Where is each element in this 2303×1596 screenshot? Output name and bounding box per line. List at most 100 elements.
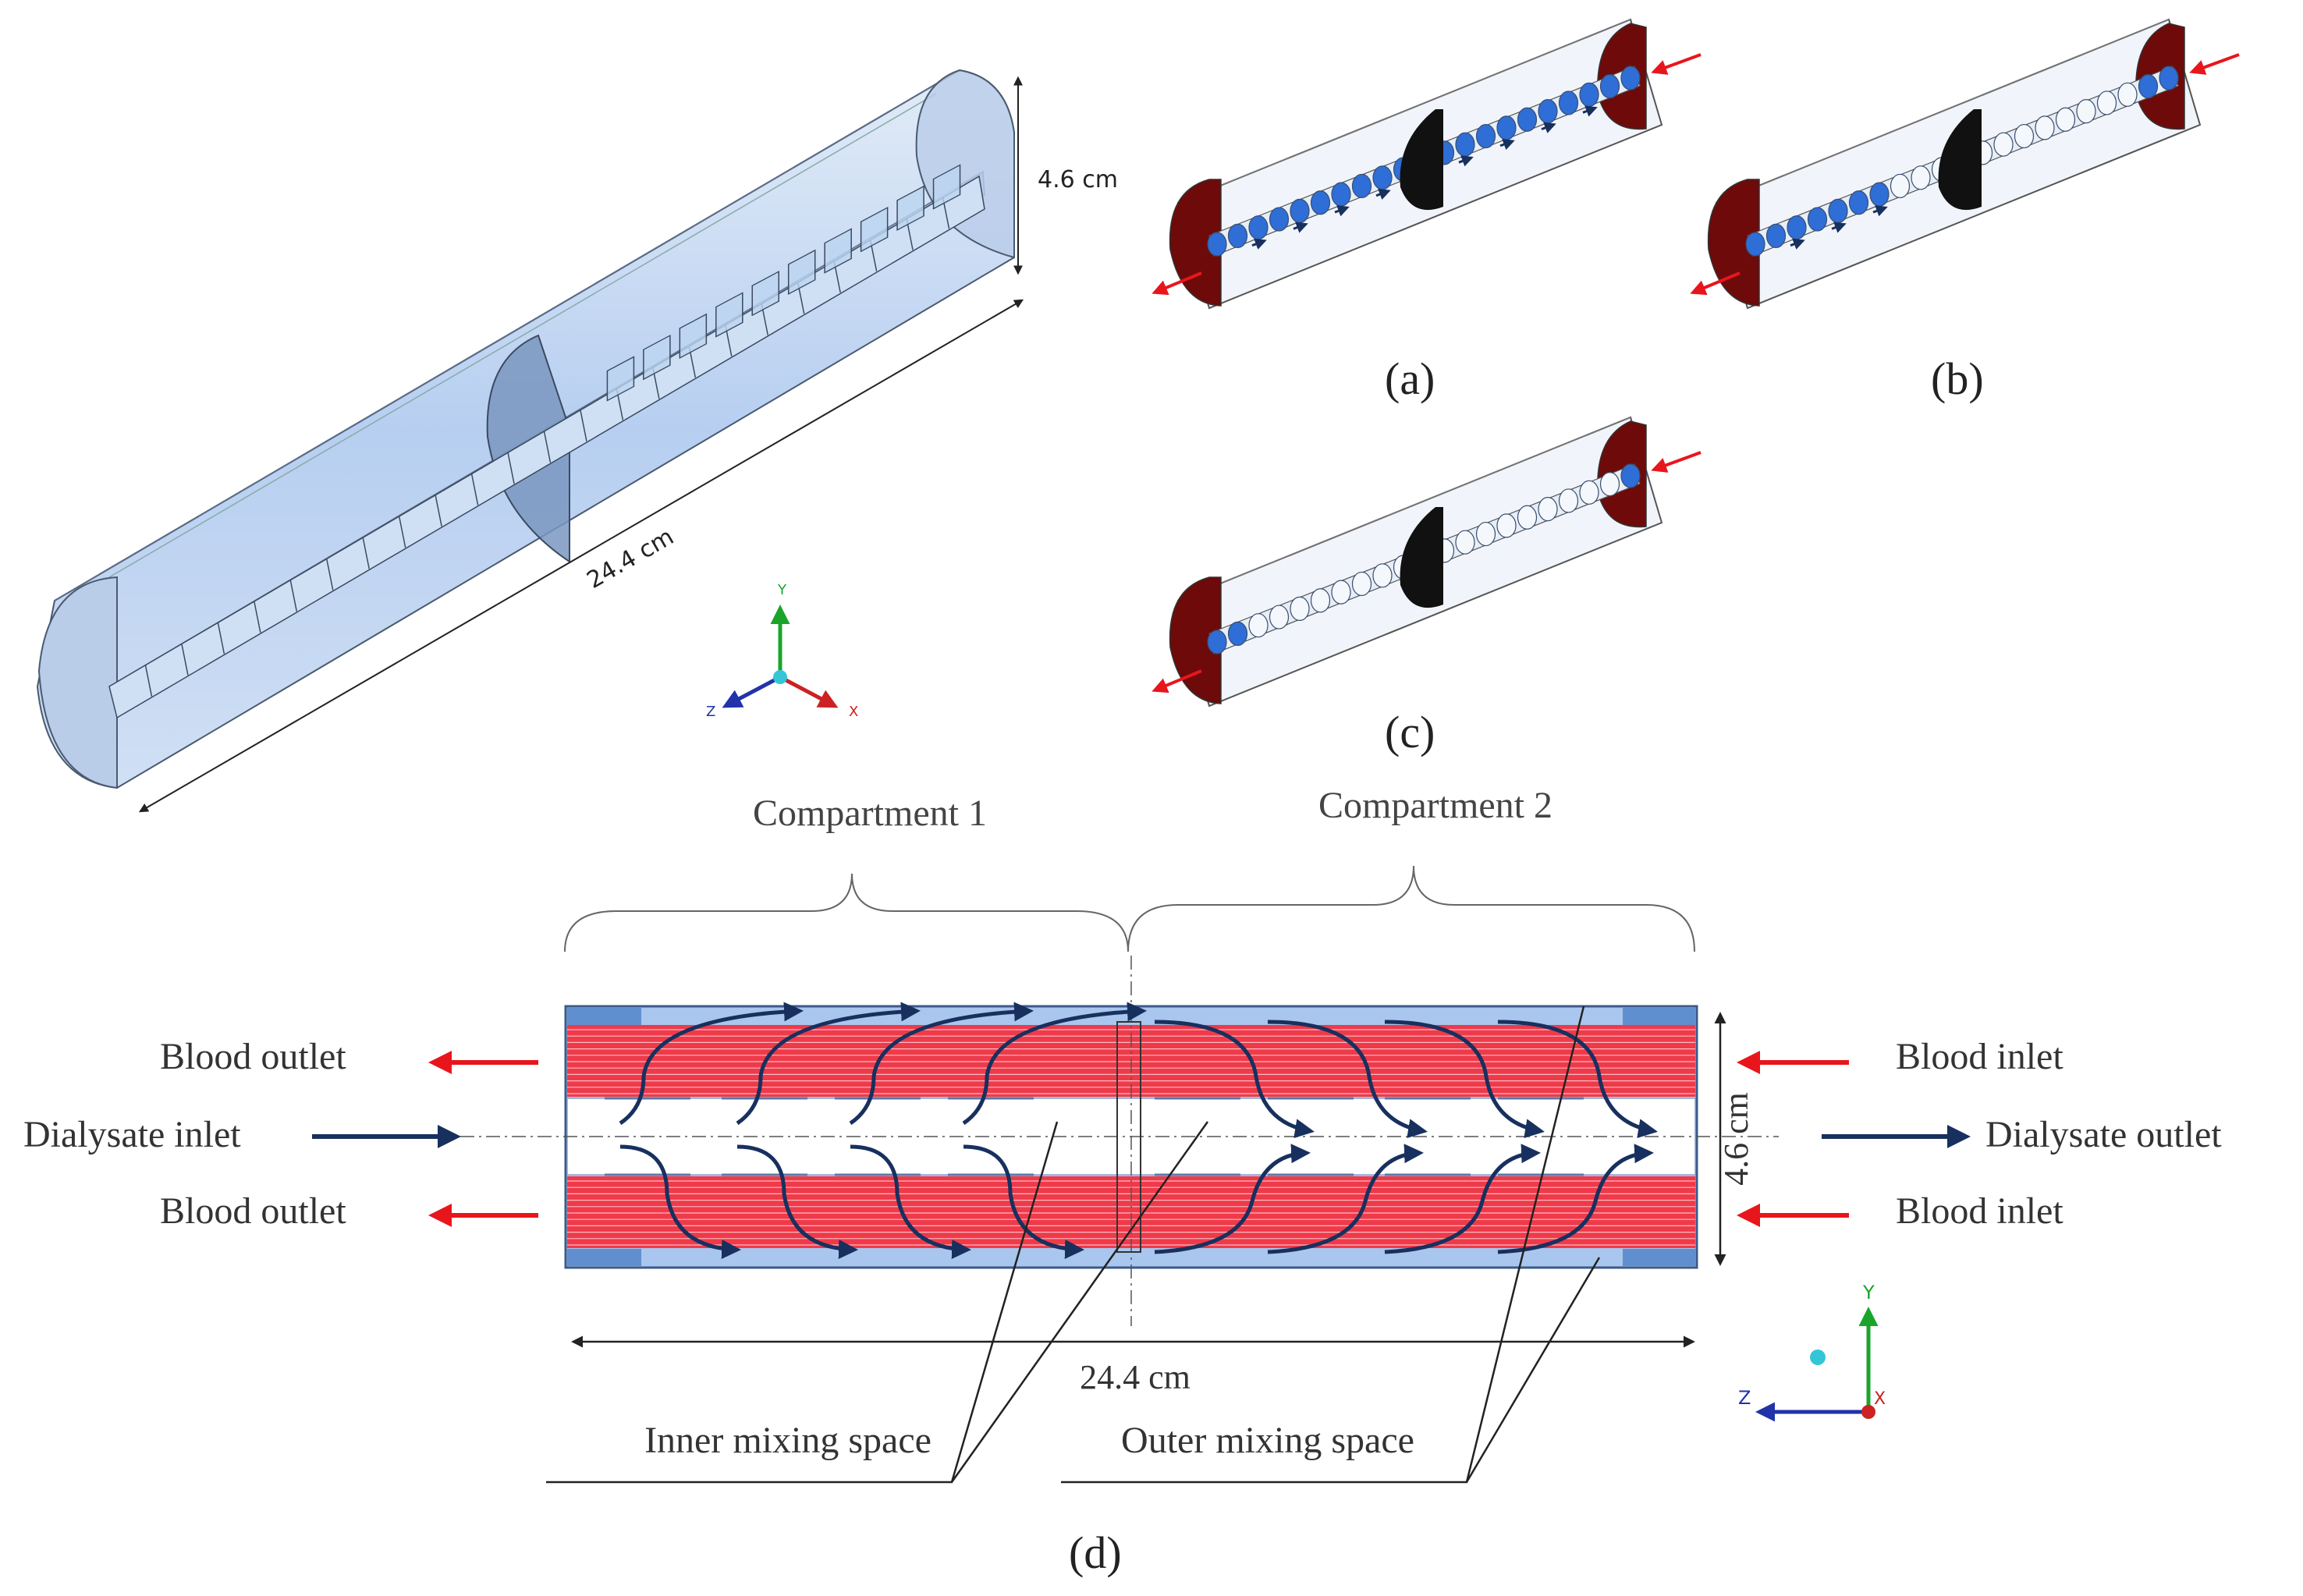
mini-segment xyxy=(1496,513,1517,538)
mini-segment xyxy=(1207,630,1227,654)
mini-segment xyxy=(1517,505,1538,530)
flow-curve xyxy=(849,1002,1034,1126)
mini-segment xyxy=(2076,98,2096,124)
inner-mixing-underline xyxy=(546,1121,1209,1484)
mini-segment xyxy=(1310,588,1331,613)
length-dim-line xyxy=(138,299,1024,813)
panel-a-model xyxy=(1152,18,1702,310)
section-height-label: 4.6 cm xyxy=(1717,1092,1755,1186)
mini-left-cap xyxy=(1707,179,1760,307)
mini-segment xyxy=(1372,165,1393,190)
mini-segment xyxy=(1787,215,1807,240)
axis-triad-2d: Y Z X xyxy=(1738,1282,1886,1422)
compartment-1-brace xyxy=(564,873,1129,952)
mini-inlet-arrow xyxy=(1651,53,1702,75)
mini-segment xyxy=(2014,123,2035,149)
iso-fin xyxy=(860,206,889,253)
dialysate-outlet-label: Dialysate outlet xyxy=(1985,1114,2222,1155)
mini-flow-arrow xyxy=(1541,122,1556,133)
flow-curve xyxy=(1384,1020,1545,1139)
mini-segment xyxy=(1993,132,2014,157)
mini-segment xyxy=(1351,173,1372,199)
mini-cylinder-ridge xyxy=(1177,417,1631,601)
mini-segment xyxy=(1620,463,1641,488)
mini-segment xyxy=(1869,182,1890,207)
flow-curve xyxy=(1497,1144,1654,1254)
triad-2d-y: Y xyxy=(1862,1282,1875,1303)
mini-segment xyxy=(2055,107,2076,132)
mini-segment xyxy=(2159,66,2179,90)
compartment-2-brace xyxy=(1127,865,1695,952)
mini-segment xyxy=(1579,480,1599,505)
mini-outlet-arrow xyxy=(1152,271,1202,296)
flow-curve xyxy=(850,1144,971,1259)
right-bottom-cap xyxy=(1623,1249,1695,1266)
triad-z-label: Z xyxy=(706,704,715,720)
flow-curve xyxy=(1267,1144,1424,1254)
right-top-cap xyxy=(1623,1008,1695,1025)
mini-flow-arrow xyxy=(1293,222,1308,233)
mini-segment xyxy=(1745,232,1765,257)
mini-segment xyxy=(1911,165,1931,190)
mini-segment xyxy=(1558,488,1579,513)
mini-segment xyxy=(1227,223,1248,248)
mini-segment xyxy=(1599,74,1620,99)
flow-curve xyxy=(1384,1144,1541,1254)
mini-segment xyxy=(1538,496,1558,522)
mini-segment xyxy=(1455,132,1475,157)
iso-fin xyxy=(787,249,816,296)
mini-outlet-arrow xyxy=(1152,669,1202,693)
mini-segment xyxy=(1290,596,1310,621)
mini-segment xyxy=(1579,82,1599,107)
triad-y-label: Y xyxy=(777,582,787,598)
mini-segment xyxy=(1599,472,1620,497)
isometric-dialyzer-model: 4.6 cm 24.4 cm xyxy=(36,69,1118,813)
blood-inlet-top-label: Blood inlet xyxy=(1896,1036,2063,1077)
mini-flow-arrow xyxy=(1872,205,1888,217)
flow-curve xyxy=(1154,1020,1315,1139)
mini-flow-arrow xyxy=(1375,188,1391,200)
iso-length-label: 24.4 cm xyxy=(583,523,679,594)
panel-c-label: (c) xyxy=(1385,707,1435,757)
mini-segment xyxy=(1538,98,1558,124)
mini-flow-arrow xyxy=(1458,155,1474,167)
panel-a-label: (a) xyxy=(1385,353,1435,404)
mini-cylinder-ridge xyxy=(1716,19,2170,204)
mini-baffle xyxy=(1400,507,1443,608)
center-baffle xyxy=(1116,1021,1141,1253)
flow-curve xyxy=(619,1144,741,1259)
cross-section-diagram: Compartment 1 Compartment 2 Blood outlet… xyxy=(23,785,2222,1578)
compartment-2-label: Compartment 2 xyxy=(1318,785,1552,826)
mini-segment xyxy=(2117,82,2138,107)
mini-segment xyxy=(1455,530,1475,555)
mini-inlet-arrow xyxy=(1651,451,1702,473)
panel-d-label: (d) xyxy=(1069,1527,1122,1578)
mini-segment xyxy=(1331,580,1351,605)
mini-segment xyxy=(1620,66,1641,90)
dialysate-inlet-label: Dialysate inlet xyxy=(23,1114,241,1155)
flow-curve xyxy=(963,1144,1084,1259)
flow-curve xyxy=(1154,1144,1311,1254)
mini-baffle xyxy=(1400,109,1443,211)
mini-segment xyxy=(1372,563,1393,588)
panel-c-model xyxy=(1152,416,1702,708)
mini-segment xyxy=(1475,123,1496,149)
flow-baffles xyxy=(605,1097,1584,1176)
mini-segment xyxy=(1269,207,1290,232)
iso-fin xyxy=(824,228,852,274)
triad-2d-z: Z xyxy=(1738,1387,1751,1409)
mini-baffle xyxy=(1938,109,1982,211)
flow-curve xyxy=(619,1002,804,1126)
mini-segment xyxy=(2138,74,2159,99)
left-top-cap xyxy=(567,1008,641,1025)
mini-cylinder-ridge xyxy=(1177,19,1631,204)
panel-b-model xyxy=(1690,18,2240,310)
iso-fin xyxy=(932,164,961,210)
blood-inlet-bottom-label: Blood inlet xyxy=(1896,1190,2063,1232)
mini-inlet-arrow xyxy=(2189,53,2240,75)
flow-curve xyxy=(962,1002,1147,1126)
left-end-cap xyxy=(37,576,118,789)
section-length-label: 24.4 cm xyxy=(1080,1358,1191,1396)
mini-left-cap xyxy=(1169,179,1222,307)
